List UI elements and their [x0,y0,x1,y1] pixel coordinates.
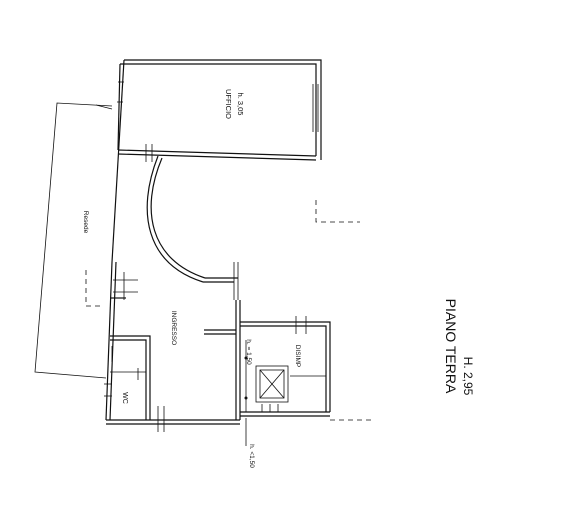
height-lt150-annotation: h. <1,50 [248,444,255,468]
ingresso-label: INGRESSO [170,311,177,345]
disimp-room [240,316,331,417]
height-150-annotation: h. = 1,50 [245,339,252,365]
resede-edge [95,104,113,110]
plan-title: PIANO TERRA [443,299,459,394]
ufficio-height-label: h. 3,05 [236,93,245,116]
ufficio-label: UFFICIO [224,89,233,119]
wc-room [104,335,151,420]
stair-box [255,365,289,403]
wc-label: WC [121,392,128,404]
plan-height-note: H. 2,95 [461,357,475,396]
resede-outline [34,102,113,379]
dashed-line-left [85,270,100,307]
resede-label: Resede [82,211,89,234]
ingresso-walls [105,155,241,432]
ufficio-room [111,59,322,263]
disimp-label: DISIMP [294,345,301,367]
dashed-line-right [315,200,360,223]
